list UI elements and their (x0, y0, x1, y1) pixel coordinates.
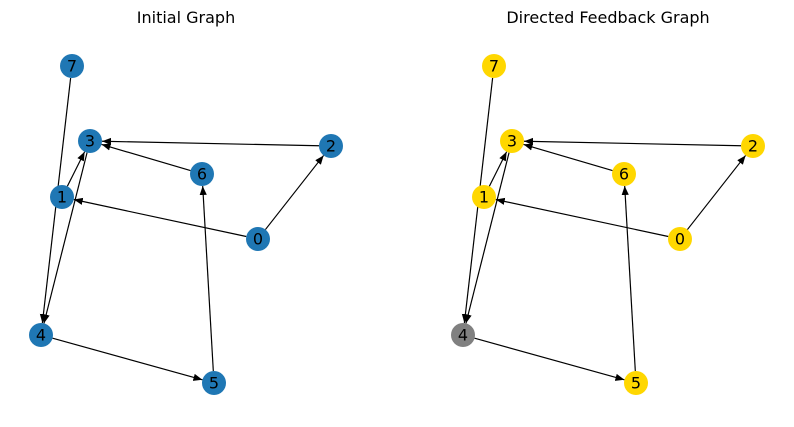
edge-6-to-3 (523, 143, 613, 172)
feedback-graph-panel: 0 1 2 3 4 5 6 7 (451, 54, 765, 395)
node-label: 4 (36, 326, 46, 345)
node-0 (668, 227, 692, 251)
node-4 (29, 323, 53, 347)
node-3 (500, 129, 524, 153)
edge-1-to-3 (66, 151, 86, 187)
edge-5-to-6 (199, 185, 214, 372)
node-label: 3 (507, 132, 517, 151)
edge-0-to-1 (495, 197, 669, 238)
edge-3-to-4 (464, 152, 510, 324)
edge-6-to-3 (101, 143, 191, 172)
node-label: 1 (57, 188, 67, 207)
edge-1-to-3 (488, 151, 508, 187)
edge-0-to-1 (73, 197, 247, 238)
node-label: 0 (675, 230, 685, 249)
node-label: 2 (748, 137, 758, 156)
initial-graph-panel: 0 1 2 3 4 5 6 7 (29, 54, 343, 395)
node-0 (246, 227, 270, 251)
node-label: 5 (631, 374, 641, 393)
feedback-graph-title: Directed Feedback Graph (506, 8, 710, 27)
edge-4-to-5 (52, 337, 203, 381)
node-6 (612, 162, 636, 186)
node-label: 6 (197, 165, 207, 184)
node-1 (50, 185, 74, 209)
edge-5-to-6 (621, 185, 636, 372)
node-3 (78, 129, 102, 153)
node-7 (60, 54, 84, 78)
edge-0-to-2 (686, 155, 747, 230)
edge-2-to-3 (101, 137, 320, 147)
node-label: 2 (326, 137, 336, 156)
node-6 (190, 162, 214, 186)
initial-graph-title: Initial Graph (136, 8, 236, 27)
node-label: 1 (479, 188, 489, 207)
node-label: 0 (253, 230, 263, 249)
edge-3-to-4 (42, 152, 88, 324)
node-label: 4 (458, 326, 468, 345)
node-4 (451, 323, 475, 347)
node-2 (741, 134, 765, 158)
edge-0-to-2 (264, 155, 325, 230)
node-label: 7 (67, 57, 77, 76)
node-label: 5 (209, 374, 219, 393)
node-2 (319, 134, 343, 158)
node-label: 7 (489, 57, 499, 76)
node-1 (472, 185, 496, 209)
edge-4-to-5 (474, 337, 625, 381)
node-5 (624, 371, 648, 395)
node-label: 6 (619, 165, 629, 184)
node-5 (202, 371, 226, 395)
node-label: 3 (85, 132, 95, 151)
edge-2-to-3 (523, 137, 742, 147)
node-7 (482, 54, 506, 78)
